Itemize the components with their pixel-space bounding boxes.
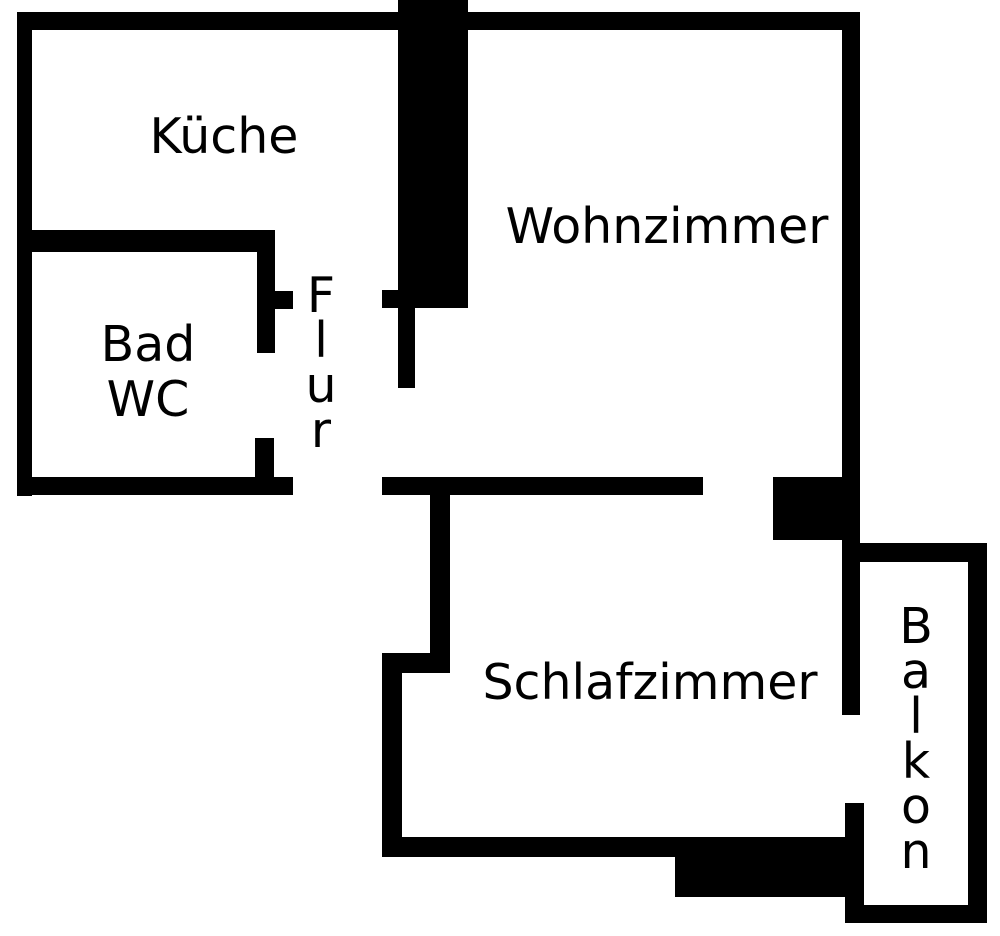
- wall-bad-right-upper: [257, 230, 275, 353]
- wall-schlafzimmer-left-upper: [430, 495, 450, 673]
- wall-balkon-right: [968, 543, 987, 923]
- wall-outer-left: [17, 12, 32, 496]
- wall-flur-door-jamb: [382, 290, 398, 308]
- wall-schlafzimmer-bottom: [382, 837, 847, 857]
- room-label-balkon: B a l k o n: [899, 598, 933, 880]
- wall-schlafzimmer-bottom-block: [675, 855, 847, 897]
- wall-bad-door-jamb: [275, 291, 293, 309]
- wall-schlafzimmer-left-lower: [382, 673, 402, 857]
- room-label-flur: F l u r: [305, 267, 337, 459]
- wall-schlafzimmer-left-step: [382, 653, 450, 673]
- wall-balkon-bottom: [845, 905, 985, 923]
- room-label-kueche: Küche: [149, 108, 299, 166]
- wall-balkon-top: [858, 543, 985, 562]
- wall-kueche-wohnzimmer-divider: [398, 0, 468, 308]
- wall-schlafzimmer-door-pillar: [773, 477, 845, 540]
- wall-outer-right-upper: [842, 12, 860, 715]
- room-label-bad-wc: Bad WC: [100, 316, 196, 428]
- wall-bad-bottom: [17, 477, 293, 495]
- room-label-schlafzimmer: Schlafzimmer: [482, 654, 818, 712]
- wall-flur-wohnzimmer-divider: [398, 308, 415, 388]
- wall-kueche-bottom: [17, 230, 273, 252]
- wall-schlafzimmer-top: [382, 477, 703, 495]
- wall-outer-right-lower: [845, 803, 864, 923]
- room-label-wohnzimmer: Wohnzimmer: [505, 198, 829, 256]
- wall-bad-right-lower: [255, 438, 274, 478]
